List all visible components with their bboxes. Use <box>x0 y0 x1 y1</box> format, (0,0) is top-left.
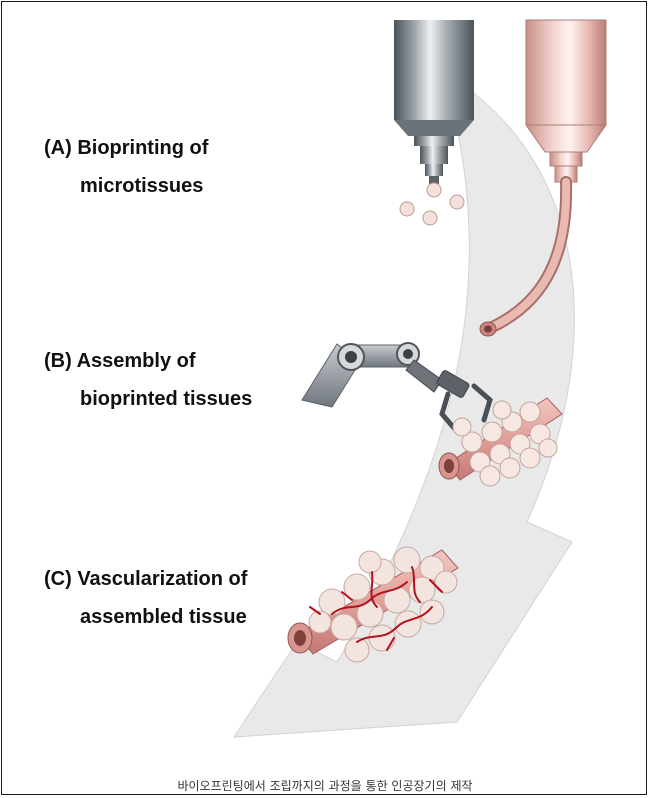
bioprinter-nozzle <box>394 20 474 184</box>
step-c-title: (C) Vascularization of <box>44 568 248 590</box>
microtissue-spheroids <box>399 182 465 226</box>
step-c-subtitle: assembled tissue <box>80 606 247 628</box>
robot-arm <box>301 342 493 431</box>
assembled-tissue <box>438 397 563 487</box>
process-diagram <box>233 19 607 738</box>
step-a-title: (A) Bioprinting of <box>44 137 209 159</box>
step-b-title: (B) Assembly of <box>44 350 196 372</box>
step-b-subtitle: bioprinted tissues <box>80 388 253 410</box>
process-arrow <box>233 70 575 738</box>
vascularized-tissue <box>287 546 459 663</box>
step-a-subtitle: microtissues <box>80 175 204 197</box>
extruded-vessel <box>479 176 573 337</box>
extrusion-nozzle <box>525 19 607 183</box>
figure-caption: 바이오프린팅에서 조립까지의 과정을 통한 인공장기의 제작 <box>177 779 473 793</box>
